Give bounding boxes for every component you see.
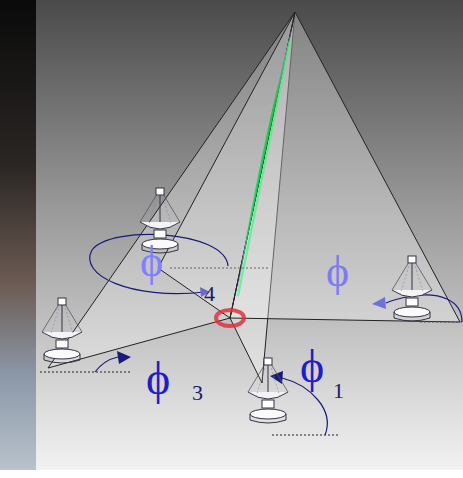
angle-subscript: 3 bbox=[192, 382, 203, 404]
angle-symbol: ϕ bbox=[300, 344, 324, 390]
angle-symbol: ϕ bbox=[140, 240, 163, 284]
angle-subscript: 1 bbox=[333, 380, 344, 402]
angle-symbol: ϕ bbox=[326, 250, 349, 294]
angle-subscript: 4 bbox=[204, 283, 215, 305]
angle-symbol: ϕ bbox=[146, 356, 170, 402]
